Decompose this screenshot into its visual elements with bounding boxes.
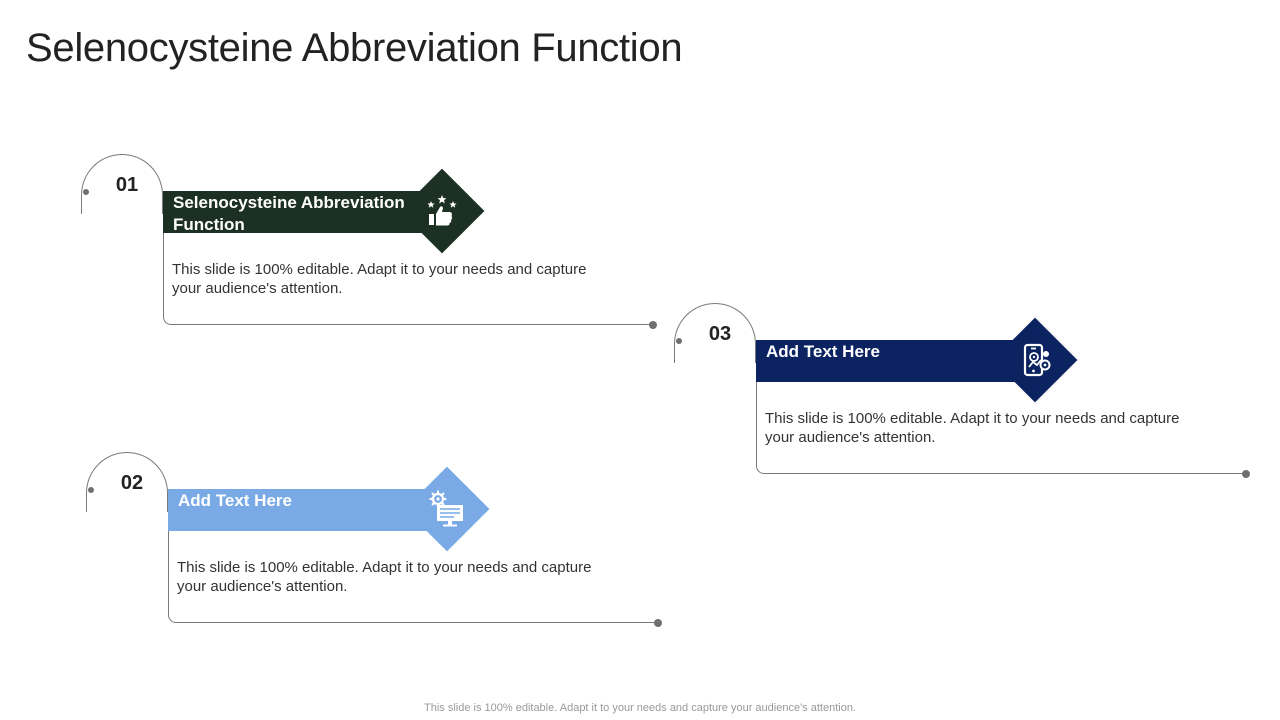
step-heading: Add Text Here: [756, 340, 1018, 382]
footer-note: This slide is 100% editable. Adapt it to…: [424, 702, 856, 714]
end-dot: [1242, 470, 1250, 478]
end-dot: [654, 619, 662, 627]
step-frame: [168, 492, 658, 623]
step-item-01: 01 Selenocysteine Abbreviation Function …: [81, 154, 683, 334]
step-item-03: 03 Add Text Here This slide is 100% edit…: [674, 303, 1276, 483]
arc-dot: [676, 338, 682, 344]
end-dot: [649, 321, 657, 329]
step-heading: Selenocysteine Abbreviation Function: [163, 191, 425, 234]
arc-dot: [88, 487, 94, 493]
step-number: 02: [120, 472, 144, 494]
step-item-02: 02 Add Text Here: [86, 452, 688, 632]
step-description: This slide is 100% editable. Adapt it to…: [765, 410, 1180, 446]
mobile-settings-icon: [1015, 340, 1055, 380]
step-number: 03: [708, 323, 732, 345]
thumbs-up-stars-icon: [422, 191, 462, 231]
step-frame: [163, 194, 653, 325]
step-heading: Add Text Here: [168, 489, 430, 531]
step-description: This slide is 100% editable. Adapt it to…: [172, 261, 587, 297]
step-number: 01: [115, 174, 139, 196]
step-description: This slide is 100% editable. Adapt it to…: [177, 559, 592, 595]
step-frame: [756, 343, 1246, 474]
arc-dot: [83, 189, 89, 195]
page-title: Selenocysteine Abbreviation Function: [26, 26, 683, 70]
gear-monitor-icon: [427, 489, 467, 529]
